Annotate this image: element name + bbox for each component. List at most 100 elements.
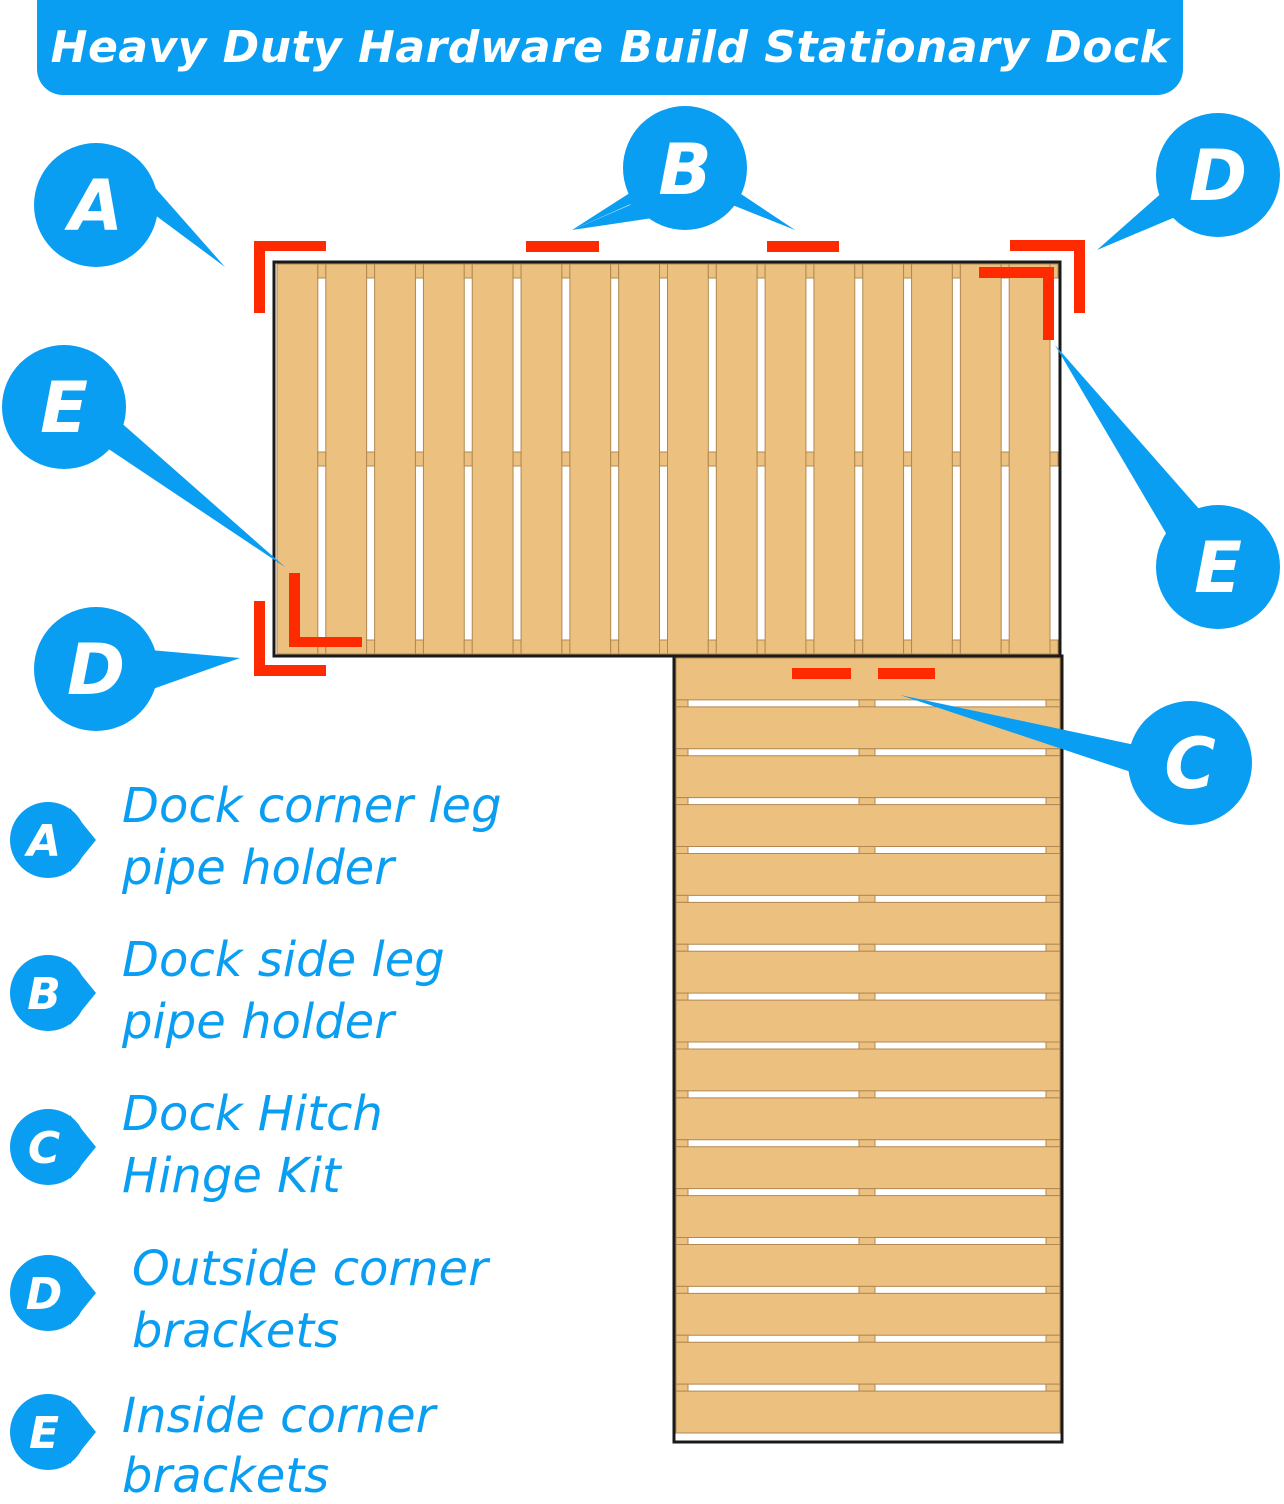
joist-block: [805, 263, 815, 279]
deck-board: [959, 263, 1002, 655]
callout-d-bottom: D: [34, 607, 240, 731]
deck-board: [618, 263, 660, 655]
callout-e-right: E: [1055, 345, 1280, 629]
joist-block: [1045, 1237, 1061, 1245]
callout-b: B: [572, 106, 795, 230]
joist-block: [707, 639, 717, 655]
legend-c-line2: Hinge Kit: [122, 1148, 341, 1204]
deck-board: [764, 263, 807, 655]
legend-marker-d: D: [10, 1255, 96, 1331]
joist-block: [659, 451, 668, 467]
joist-block: [951, 639, 961, 655]
joist-block: [903, 451, 913, 467]
hitch-hinge-bracket-2: [878, 668, 935, 679]
deck-board: [569, 263, 612, 655]
joist-block: [366, 451, 376, 467]
joist-block: [1045, 1383, 1061, 1392]
joist-block: [1045, 1285, 1061, 1294]
deck-board: [715, 263, 758, 655]
joist-block: [1045, 1334, 1061, 1343]
joist-block: [858, 1041, 876, 1050]
legend-d-line1: Outside corner: [132, 1241, 488, 1297]
legend-marker-b: B: [10, 955, 96, 1031]
joist-block: [858, 1139, 876, 1148]
deck-board: [675, 1097, 1061, 1141]
side-leg-pipe-holder-bracket-2: [767, 241, 839, 252]
joist-block: [756, 263, 766, 279]
joist-block: [1049, 451, 1059, 467]
callout-c-letter: C: [1164, 723, 1215, 805]
joist-block: [659, 639, 668, 655]
joist-block: [858, 1188, 876, 1197]
joist-block: [858, 748, 876, 757]
outside-corner-bracket-bottom-left: [254, 601, 326, 676]
joist-block: [317, 451, 327, 467]
joist-block: [1045, 748, 1061, 757]
callout-d-top-letter: D: [1189, 135, 1247, 217]
joist-block: [675, 992, 689, 1001]
callout-c: C: [900, 695, 1252, 825]
legend-e-line2: brackets: [122, 1448, 330, 1504]
deck-board: [675, 950, 1061, 994]
joist-block: [1045, 1139, 1061, 1148]
legend-markers: A B C D E: [10, 802, 96, 1470]
joist-block: [1000, 451, 1010, 467]
callout-d-bottom-letter: D: [67, 629, 125, 711]
deck-board: [675, 901, 1061, 945]
legend-e-line1: Inside corner: [122, 1388, 436, 1444]
joist-block: [858, 1334, 876, 1343]
side-leg-pipe-holder-bracket-1: [526, 241, 599, 252]
joist-block: [512, 263, 522, 279]
joist-block: [858, 894, 876, 903]
joist-block: [675, 1285, 689, 1294]
legend-marker-a-letter: A: [24, 816, 61, 867]
joist-block: [366, 639, 376, 655]
joist-block: [1045, 1041, 1061, 1050]
deck-board: [471, 263, 514, 655]
inside-corner-bracket-bottom-left: [289, 573, 362, 647]
legend-b-line1: Dock side leg: [122, 932, 445, 988]
callout-d-top: D: [1097, 113, 1280, 250]
deck-board: [813, 263, 856, 655]
joist-block: [707, 451, 717, 467]
joist-block: [858, 846, 876, 854]
joist-block: [675, 1334, 689, 1343]
legend-marker-c-letter: C: [28, 1123, 60, 1174]
joist-block: [675, 699, 689, 708]
deck-board: [675, 657, 1061, 701]
legend-marker-b-letter: B: [27, 969, 61, 1020]
joist-block: [463, 639, 473, 655]
deck-board: [675, 1341, 1061, 1385]
joist-block: [366, 263, 376, 279]
joist-block: [756, 451, 766, 467]
legend-a-line2: pipe holder: [122, 840, 394, 896]
joist-block: [512, 639, 522, 655]
deck-board: [675, 755, 1061, 799]
deck-board: [675, 853, 1061, 896]
deck-board: [911, 263, 953, 655]
joist-block: [463, 451, 473, 467]
joist-block: [951, 451, 961, 467]
callout-e-left: E: [2, 345, 285, 567]
legend-marker-e: E: [10, 1394, 96, 1470]
joist-block: [858, 943, 876, 952]
joist-block: [675, 1090, 689, 1099]
joist-block: [951, 263, 961, 279]
callout-e-left-letter: E: [40, 367, 88, 449]
joist-block: [675, 1188, 689, 1197]
deck-board: [667, 263, 709, 655]
joist-block: [659, 263, 668, 279]
deck-board: [675, 1292, 1061, 1336]
joist-block: [1045, 699, 1061, 708]
joist-block: [610, 451, 620, 467]
legend-a-line1: Dock corner leg: [122, 778, 502, 834]
legend-marker-e-letter: E: [29, 1408, 59, 1459]
joist-block: [561, 263, 571, 279]
joist-block: [675, 797, 689, 806]
joist-block: [854, 451, 864, 467]
joist-block: [903, 263, 913, 279]
joist-block: [1045, 1090, 1061, 1099]
top-dock-section: [272, 260, 1062, 658]
legend-marker-a: A: [10, 802, 96, 878]
title-banner: Heavy Duty Hardware Build Stationary Doc…: [37, 0, 1183, 95]
